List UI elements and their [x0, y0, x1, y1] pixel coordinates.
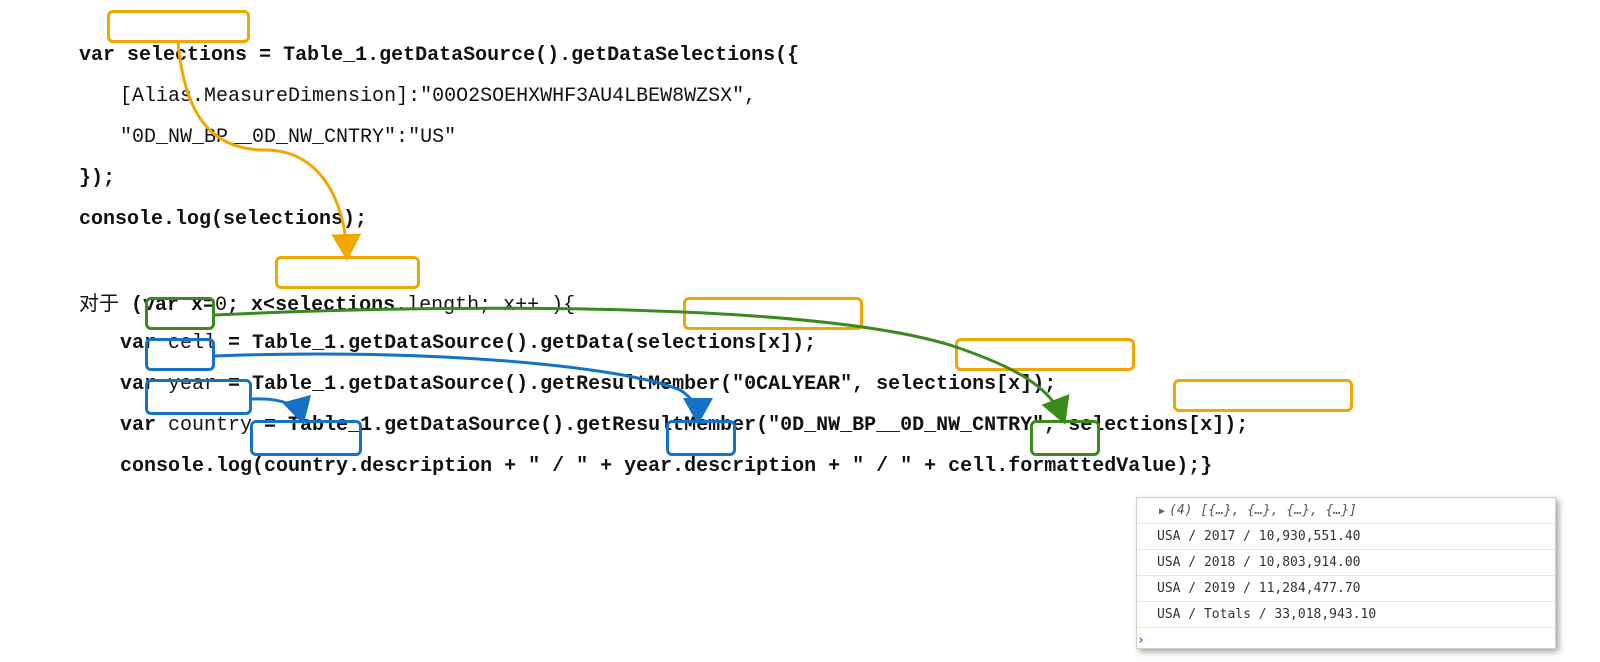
description-concat-2: .description + " / " +: [672, 455, 949, 478]
triangle-right-icon[interactable]: ▶: [1159, 506, 1166, 517]
highlight-selections-decl: [107, 10, 250, 43]
year-identifier: year: [168, 373, 217, 396]
for-keyword-cjk: 对于: [79, 291, 120, 315]
console-array-summary[interactable]: ▶(4) [{…}, {…}, {…}, {…}]: [1137, 498, 1555, 524]
country-ref: country: [264, 455, 349, 478]
get-result-member-country: = Table_1.getDataSource().getResultMembe…: [252, 414, 1069, 437]
code-line-2: [Alias.MeasureDimension]:"00O2SOEHXWHF3A…: [96, 52, 756, 108]
console-log-row: USA / Totals / 33,018,943.10: [1137, 602, 1555, 628]
highlight-country-ref: [250, 420, 362, 456]
alias-bracket: [Alias: [120, 85, 193, 108]
keyword-var: var: [79, 44, 128, 67]
close-brace: });: [79, 167, 116, 190]
code-line-8: var year = Table_1.getDataSource().getRe…: [96, 340, 1056, 396]
formatted-value-end: .formattedValue);}: [996, 455, 1213, 478]
country-identifier: country: [168, 414, 253, 437]
code-line-4: });: [55, 134, 115, 190]
highlight-country-decl: [145, 379, 252, 415]
year-ref: year: [624, 455, 673, 478]
description-concat-1: .description + " / " +: [348, 455, 625, 478]
chevron-right-icon: ›: [1137, 633, 1145, 648]
console-output-panel: ▶(4) [{…}, {…}, {…}, {…}] USA / 2017 / 1…: [1136, 497, 1556, 649]
highlight-cell-decl: [145, 297, 215, 330]
highlight-selections-loop: [275, 256, 420, 289]
code-line-9: var country = Table_1.getDataSource().ge…: [96, 381, 1248, 437]
code-line-5: console.log(selections);: [55, 175, 367, 231]
highlight-selections-x-country: [1173, 379, 1353, 412]
console-log-row: USA / 2017 / 10,930,551.40: [1137, 524, 1555, 550]
console-log-row: USA / 2018 / 10,803,914.00: [1137, 550, 1555, 576]
highlight-selections-x-year: [955, 338, 1135, 371]
keyword-var: var: [120, 414, 169, 437]
cell-identifier: cell: [168, 332, 217, 355]
console-log-selections: console.log(selections);: [79, 208, 368, 231]
console-prompt[interactable]: ›: [1137, 628, 1555, 653]
console-log-call: console.log(: [120, 455, 265, 478]
code-line-3: "0D_NW_BP__0D_NW_CNTRY":"US": [96, 93, 456, 149]
cell-ref: cell: [948, 455, 997, 478]
country-filter: "0D_NW_BP__0D_NW_CNTRY":"US": [120, 126, 457, 149]
highlight-cell-ref: [1030, 420, 1100, 456]
highlight-year-decl: [145, 338, 215, 371]
code-line-10: console.log(country.description + " / " …: [96, 422, 1212, 478]
highlight-selections-x-cell: [683, 297, 863, 330]
console-array-summary-text: (4) [{…}, {…}, {…}, {…}]: [1169, 503, 1357, 518]
statement-end: );: [1224, 414, 1249, 437]
console-log-row: USA / 2019 / 11,284,477.70: [1137, 576, 1555, 602]
highlight-year-ref: [666, 420, 736, 456]
selections-x-arg: selections[x]: [1068, 414, 1225, 437]
